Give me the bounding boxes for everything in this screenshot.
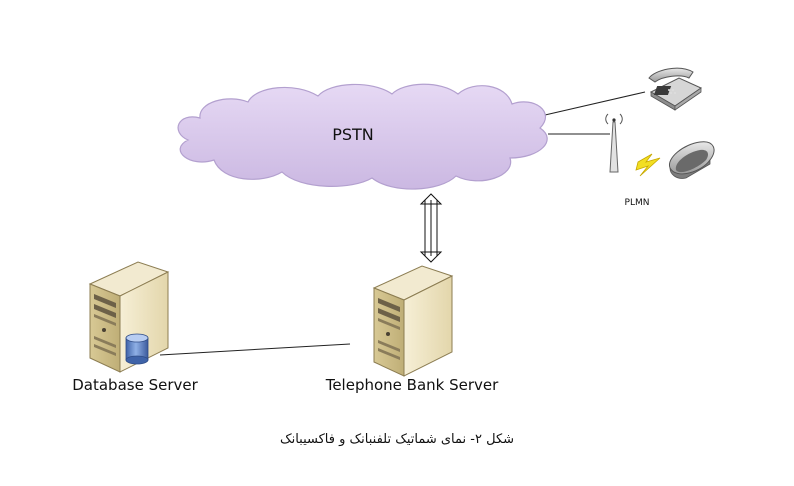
database-icon xyxy=(125,333,149,365)
bidirectional-arrows-icon xyxy=(419,193,443,263)
database-server-label: Database Server xyxy=(72,376,198,394)
mobile-phone-icon xyxy=(668,141,715,179)
pstn-label: PSTN xyxy=(332,125,374,144)
link-pstn-desk-phone xyxy=(544,91,646,116)
bank-server-label: Telephone Bank Server xyxy=(325,376,499,394)
database-server-node xyxy=(89,261,169,373)
desk-phone-icon xyxy=(648,67,703,111)
bank-server-node xyxy=(373,265,453,377)
plmn-label: PLMN xyxy=(625,198,650,208)
cloud-icon xyxy=(177,83,548,190)
figure-caption: شکل ۲- نمای شماتیک تلفنبانک و فاکسیبانک xyxy=(279,432,515,447)
lightning-icon xyxy=(635,153,661,177)
antenna-tower-icon xyxy=(605,113,623,173)
link-database-bank-server xyxy=(159,343,351,356)
server-icon xyxy=(373,265,453,377)
